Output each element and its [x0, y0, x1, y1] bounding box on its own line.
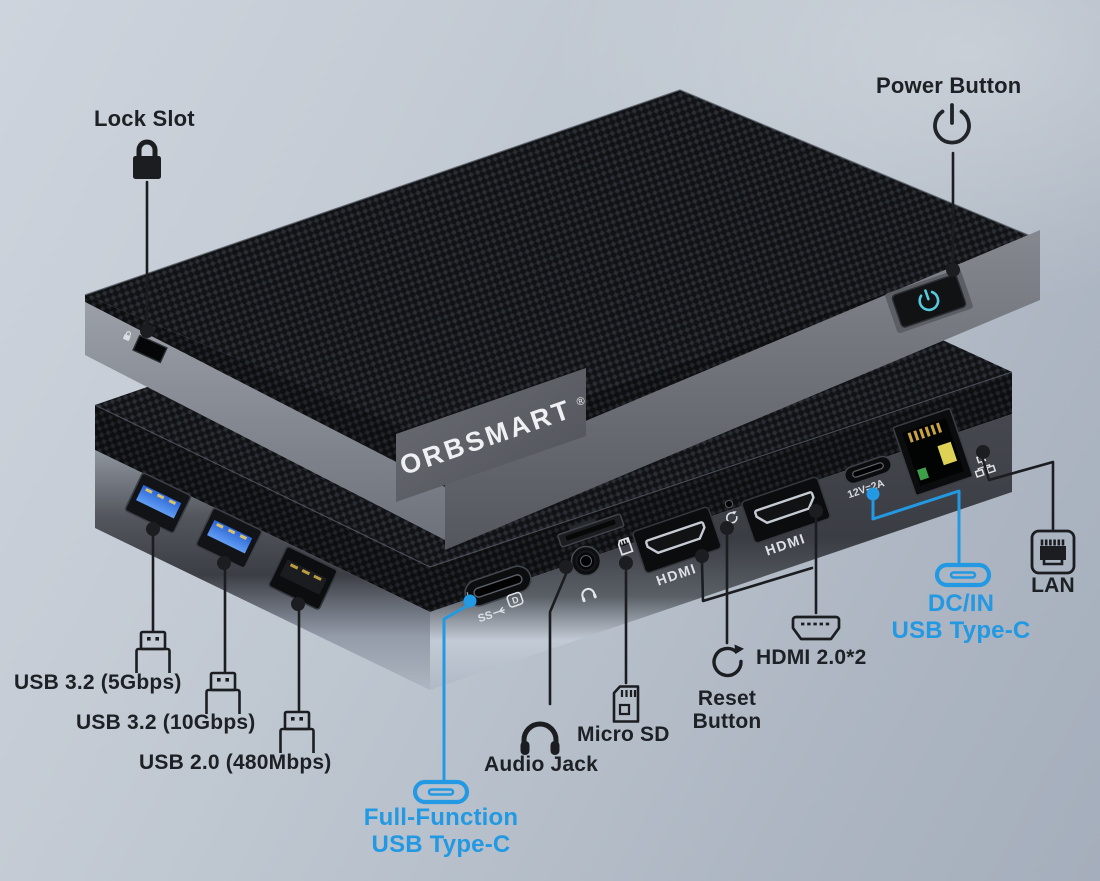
audio-jack-label: Audio Jack — [484, 753, 599, 776]
full-function-usbc-dot — [463, 594, 477, 608]
micro-sd-label: Micro SD — [577, 723, 670, 746]
audio-line — [548, 572, 568, 706]
micro-sd-card-icon — [607, 683, 645, 725]
lan-dot — [976, 445, 990, 459]
usb20-480mbps-label: USB 2.0 (480Mbps) — [139, 751, 332, 774]
lan-port — [892, 408, 974, 496]
dc-in-usbc-port — [844, 455, 892, 485]
microsd-dot — [619, 556, 633, 570]
superspeed-marking: SS — [476, 609, 494, 625]
full-function-usbc-label: Full-Function USB Type-C — [363, 804, 519, 858]
top-device: ORBSMART ® — [84, 89, 1041, 550]
usb2-dot — [217, 556, 231, 570]
headphones-marking — [581, 587, 597, 603]
audio-dot — [559, 560, 573, 574]
displayport-marking: D — [511, 594, 521, 606]
reset-arrow-icon — [706, 643, 748, 683]
hdmi-port-2 — [741, 476, 831, 544]
usb20-port — [268, 546, 338, 610]
callout-lines — [145, 151, 1055, 783]
hdmi-label: HDMI 2.0*2 — [756, 646, 867, 669]
usb-c-icon — [412, 779, 470, 805]
ethernet-port-icon — [1029, 528, 1077, 576]
dc-in-line — [871, 489, 961, 564]
hdmi2-dot — [809, 504, 823, 518]
lock-marking — [123, 331, 132, 341]
hdmi1-line — [700, 561, 814, 603]
usb-a-plug-icon — [275, 709, 319, 757]
lan-line — [981, 458, 1055, 531]
dc-in-usbc-label: DC/IN USB Type-C — [891, 590, 1031, 644]
usb-a-plug-icon — [131, 629, 175, 677]
power-icon — [928, 98, 976, 154]
lock-slot-dot — [140, 324, 154, 338]
lock-slot-port — [132, 334, 168, 364]
hdmi-plug-icon — [789, 613, 843, 647]
dc-in-dot — [866, 487, 880, 501]
micro-sd-slot — [557, 513, 625, 548]
hdmi1-dot — [695, 549, 709, 563]
brand-band: ORBSMART ® — [396, 368, 587, 502]
lan-label: LAN — [1031, 574, 1075, 597]
usb32-5gbps-label: USB 3.2 (5Gbps) — [14, 671, 182, 694]
hdmi-port-1 — [632, 506, 722, 574]
reset-pinhole — [724, 499, 738, 524]
power-button-label: Power Button — [876, 73, 1022, 98]
power-button-hardware — [885, 268, 973, 334]
reset-button-label: Reset Button — [692, 687, 762, 733]
usb32-5gbps-port — [124, 472, 192, 534]
usb3-dot — [291, 597, 305, 611]
usb32-10gbps-label: USB 3.2 (10Gbps) — [76, 711, 256, 734]
full-function-usbc-line — [442, 603, 471, 783]
power-button-dot — [946, 263, 960, 277]
usb32-10gbps-port — [195, 507, 263, 569]
headphones-icon — [517, 711, 563, 758]
usb1-dot — [146, 522, 160, 536]
usb-a-plug-icon — [201, 670, 245, 718]
audio-jack-port — [570, 545, 602, 577]
lock-icon — [128, 134, 166, 184]
reset-dot — [720, 521, 734, 535]
micro-sd-marking — [617, 536, 634, 556]
lock-slot-label: Lock Slot — [94, 106, 195, 131]
brand-registered-mark: ® — [575, 395, 587, 409]
callout-dots — [140, 263, 990, 611]
usb-c-icon — [934, 562, 992, 588]
